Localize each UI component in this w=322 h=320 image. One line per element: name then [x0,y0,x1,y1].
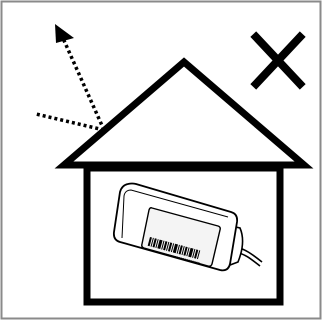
barcode-icon [147,237,201,260]
house-walls [83,164,284,306]
signal-line-upper [60,35,106,131]
arrowhead-icon [55,24,74,43]
barcode-caption-print [149,249,201,264]
signal-lines [35,24,106,132]
device-label-panel [141,207,221,267]
house-roof [54,57,314,169]
sensor-device-icon [112,182,263,272]
signal-line-lower [35,112,105,132]
cross-icon [250,31,306,90]
cross-stroke-2 [250,31,306,90]
house-icon [54,57,314,306]
device-edge [121,189,229,239]
